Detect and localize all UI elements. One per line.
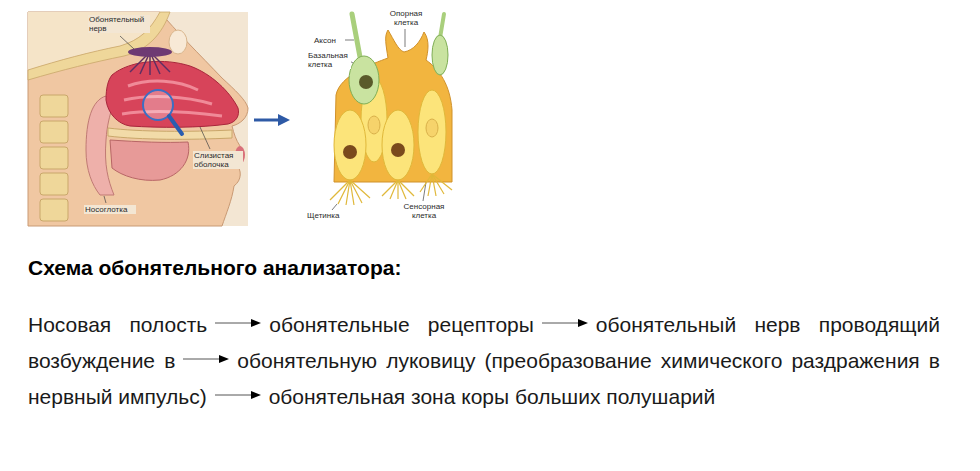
nose-section (169, 30, 187, 54)
leader-line (200, 127, 210, 149)
olfactory-epithelium (390, 180, 398, 199)
scheme-step-group: обонятельная зона коры больших полушарий (269, 385, 716, 408)
olfactory-epithelium (330, 14, 452, 205)
flow-arrow-line (215, 323, 252, 324)
magnifier (143, 90, 182, 134)
leader-line (405, 29, 406, 47)
magnifier (169, 116, 182, 134)
olfactory-epithelium (334, 30, 452, 182)
nose-section (128, 81, 198, 90)
nose-section (28, 12, 248, 226)
scheme-step: Носовая полость (28, 313, 207, 336)
nose-section (128, 47, 172, 57)
nose-section (40, 173, 68, 195)
olfactory-epithelium (338, 180, 350, 204)
flow-arrow-line (215, 395, 252, 396)
olfactory-epithelium (352, 14, 360, 57)
olfactory-epithelium (398, 180, 414, 196)
flow-arrow-head (251, 319, 261, 327)
flow-arrow (215, 389, 261, 401)
olfactory-epithelium (397, 180, 398, 199)
olfactory-epithelium (432, 174, 452, 190)
part-label: Опорная клетка (383, 9, 429, 27)
olfactory-epithelium (368, 116, 380, 134)
part-label: Базальная клетка (307, 51, 351, 69)
olfactory-epithelium (418, 90, 446, 174)
flow-arrow-line (542, 323, 579, 324)
scheme-step-group: Носовая полость (28, 313, 269, 336)
olfactory-epithelium (426, 119, 438, 137)
nose-section (40, 199, 68, 221)
olfactory-epithelium (349, 56, 379, 104)
olfactory-epithelium (432, 35, 448, 75)
olfactory-epithelium (382, 110, 414, 180)
heading: Схема обонятельного анализатора: (28, 256, 401, 280)
nose-section (40, 121, 68, 143)
flow-arrow (183, 353, 229, 365)
nose-section (40, 147, 68, 169)
part-label: Носоглотка (84, 205, 136, 214)
olfactory-epithelium (428, 174, 432, 196)
olfactory-epithelium (330, 174, 452, 205)
flow-arrow-line (183, 359, 220, 360)
part-label: Сенсорная клетка (398, 202, 450, 220)
olfactory-epithelium (350, 180, 362, 203)
part-label: Обонятельный нерв (88, 15, 150, 33)
olfactory-epithelium (359, 75, 373, 89)
flow-arrow (542, 317, 588, 329)
scheme-step: обонятельная зона коры больших полушарий (269, 385, 716, 408)
olfactory-epithelium (350, 180, 370, 198)
pointer-arrow (254, 114, 290, 126)
olfactory-epithelium (391, 143, 405, 157)
olfactory-epithelium (382, 180, 398, 196)
olfactory-epithelium (343, 145, 357, 159)
olfactory-epithelium (432, 174, 444, 194)
olfactory-epithelium (440, 14, 444, 38)
leader-line (120, 36, 134, 49)
nose-section (108, 128, 232, 139)
pointer-arrow (278, 114, 290, 126)
scheme-step: обонятельные рецепторы (269, 313, 534, 336)
scheme-step-group: обонятельные рецепторы (269, 313, 596, 336)
nose-section (28, 12, 248, 226)
olfactory-epithelium (398, 180, 406, 199)
nose-section (28, 12, 248, 226)
flow-arrow-head (578, 319, 588, 327)
olfactory-epithelium (346, 180, 350, 205)
flow-arrow (215, 317, 261, 329)
nose-section (40, 95, 68, 117)
leader-line (104, 29, 427, 210)
pointer-arrow (254, 119, 280, 122)
part-label: Слизистая оболочка (193, 151, 243, 169)
leader-line (104, 196, 106, 203)
leader-line (332, 204, 337, 210)
scheme-text: Носовая полость обонятельные рецепторы обо… (28, 307, 940, 415)
nose-section (110, 140, 189, 180)
flow-arrow-head (251, 391, 261, 399)
part-label: Щетинка (306, 211, 348, 220)
part-label: Аксон (313, 36, 345, 45)
flow-arrow-head (219, 355, 229, 363)
olfactory-epithelium (334, 110, 366, 180)
